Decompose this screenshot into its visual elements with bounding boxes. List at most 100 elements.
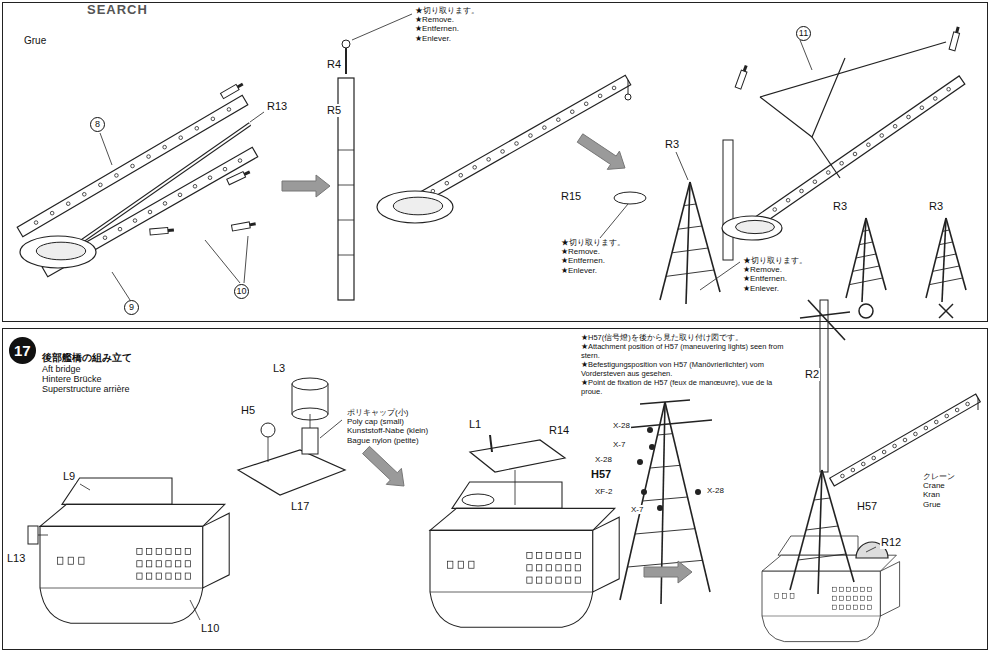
glue-tube-nozzle	[244, 170, 251, 175]
part-r4	[342, 40, 350, 48]
yardarm	[625, 420, 712, 428]
boom-base	[20, 236, 96, 268]
mast-band	[338, 150, 354, 151]
bridge-line	[762, 616, 880, 617]
boom-hole	[178, 193, 182, 197]
mast-cross	[800, 312, 850, 318]
bridge-window	[166, 561, 171, 567]
bridge-window	[566, 552, 571, 558]
boom-hole	[826, 171, 830, 175]
tripod-brace	[929, 278, 962, 285]
tripod-brace	[643, 497, 688, 501]
note-text: ★Entfernen.	[742, 274, 788, 283]
step-title: Hintere Brücke	[41, 374, 103, 384]
boom-hole	[947, 87, 951, 91]
bridge-window	[185, 573, 190, 579]
bridge-window	[832, 605, 836, 609]
part-l3	[462, 494, 494, 506]
boom-hole	[920, 106, 924, 110]
leader-line	[700, 262, 740, 290]
boom-band	[830, 394, 980, 486]
boom-hole	[880, 134, 884, 138]
tripod-brace	[939, 242, 952, 245]
bridge-window	[527, 565, 532, 571]
boom-hole	[598, 94, 602, 98]
glue-tube-body	[735, 70, 747, 89]
tripod-brace	[806, 526, 838, 530]
boom-hole	[907, 115, 911, 119]
boom-hole	[208, 176, 212, 180]
boom-hole	[945, 414, 949, 418]
glue-tube-body	[231, 222, 250, 231]
note-text: ★Enlever.	[414, 34, 452, 43]
mast-cross	[808, 300, 845, 340]
bridge-window	[546, 565, 551, 571]
boom-base	[722, 216, 782, 240]
bridge-front	[762, 571, 880, 641]
light	[649, 444, 655, 450]
rod-r13	[72, 124, 250, 248]
note-text: ポリキャップ(小)	[346, 408, 409, 417]
tripod-brace	[814, 498, 830, 500]
step-title: 後部艦橋の組み立て	[41, 352, 133, 364]
boom-hole	[584, 102, 588, 106]
boom-hole	[148, 210, 152, 214]
note-text: ★切り取ります。	[560, 238, 626, 247]
part-number: R12	[880, 536, 902, 549]
leader-line	[866, 547, 876, 552]
boom-hole	[163, 145, 167, 149]
boom-hole	[501, 150, 505, 154]
hook	[625, 94, 631, 100]
boom-hole	[867, 143, 871, 147]
tripod-brace	[628, 560, 703, 567]
bridge-window	[79, 557, 84, 564]
tripod-brace	[650, 465, 680, 468]
tripod-brace	[635, 529, 695, 534]
bridge-window	[176, 561, 181, 567]
note-text: ★Befestigungsposition von H57 (Manövrier…	[580, 360, 787, 378]
part-number: R5	[326, 104, 342, 117]
part-number: R4	[326, 58, 342, 71]
boom-hole	[786, 198, 790, 202]
note-text: ★Enlever.	[560, 266, 598, 275]
bridge-window	[536, 565, 541, 571]
boom-base-hole	[736, 220, 775, 233]
bridge-window	[575, 577, 580, 583]
bridge-window	[846, 605, 850, 609]
aft-bridge	[762, 536, 900, 642]
part-number: H57	[856, 500, 878, 513]
bridge-window	[854, 605, 858, 609]
tripod-brace	[933, 266, 960, 271]
bridge-window	[146, 561, 151, 567]
boom-band	[745, 76, 965, 232]
bridge-window	[566, 565, 571, 571]
boom-base-hole	[36, 242, 85, 260]
bridge-window	[782, 594, 786, 599]
glue-tube-body	[949, 32, 959, 51]
bridge-wing	[880, 562, 899, 616]
bridge-line	[430, 592, 593, 593]
boom-hole	[882, 450, 886, 454]
glue-tube-nozzle	[168, 228, 174, 232]
bridge-window	[137, 548, 142, 554]
boom-hole	[861, 462, 865, 466]
part-number: H5	[240, 404, 256, 417]
bridge-front	[430, 530, 593, 627]
bridge-window	[156, 561, 161, 567]
boom-hole	[227, 108, 231, 112]
boom-hole	[163, 202, 167, 206]
rod-r13-core	[72, 124, 250, 248]
step-panel: 17後部艦橋の組み立てAft bridgeHintere BrückeSuper…	[2, 328, 988, 650]
tripod-brace	[853, 266, 880, 271]
bridge-window	[176, 573, 181, 579]
bridge-window	[536, 552, 541, 558]
leader-line	[205, 240, 240, 283]
bridge-window	[469, 561, 474, 568]
part-l1	[490, 435, 492, 452]
wrong-mark	[939, 304, 953, 318]
boom-hole	[193, 184, 197, 188]
boom-hole	[147, 155, 151, 159]
hook	[628, 80, 629, 94]
tripod-brace	[943, 230, 950, 231]
